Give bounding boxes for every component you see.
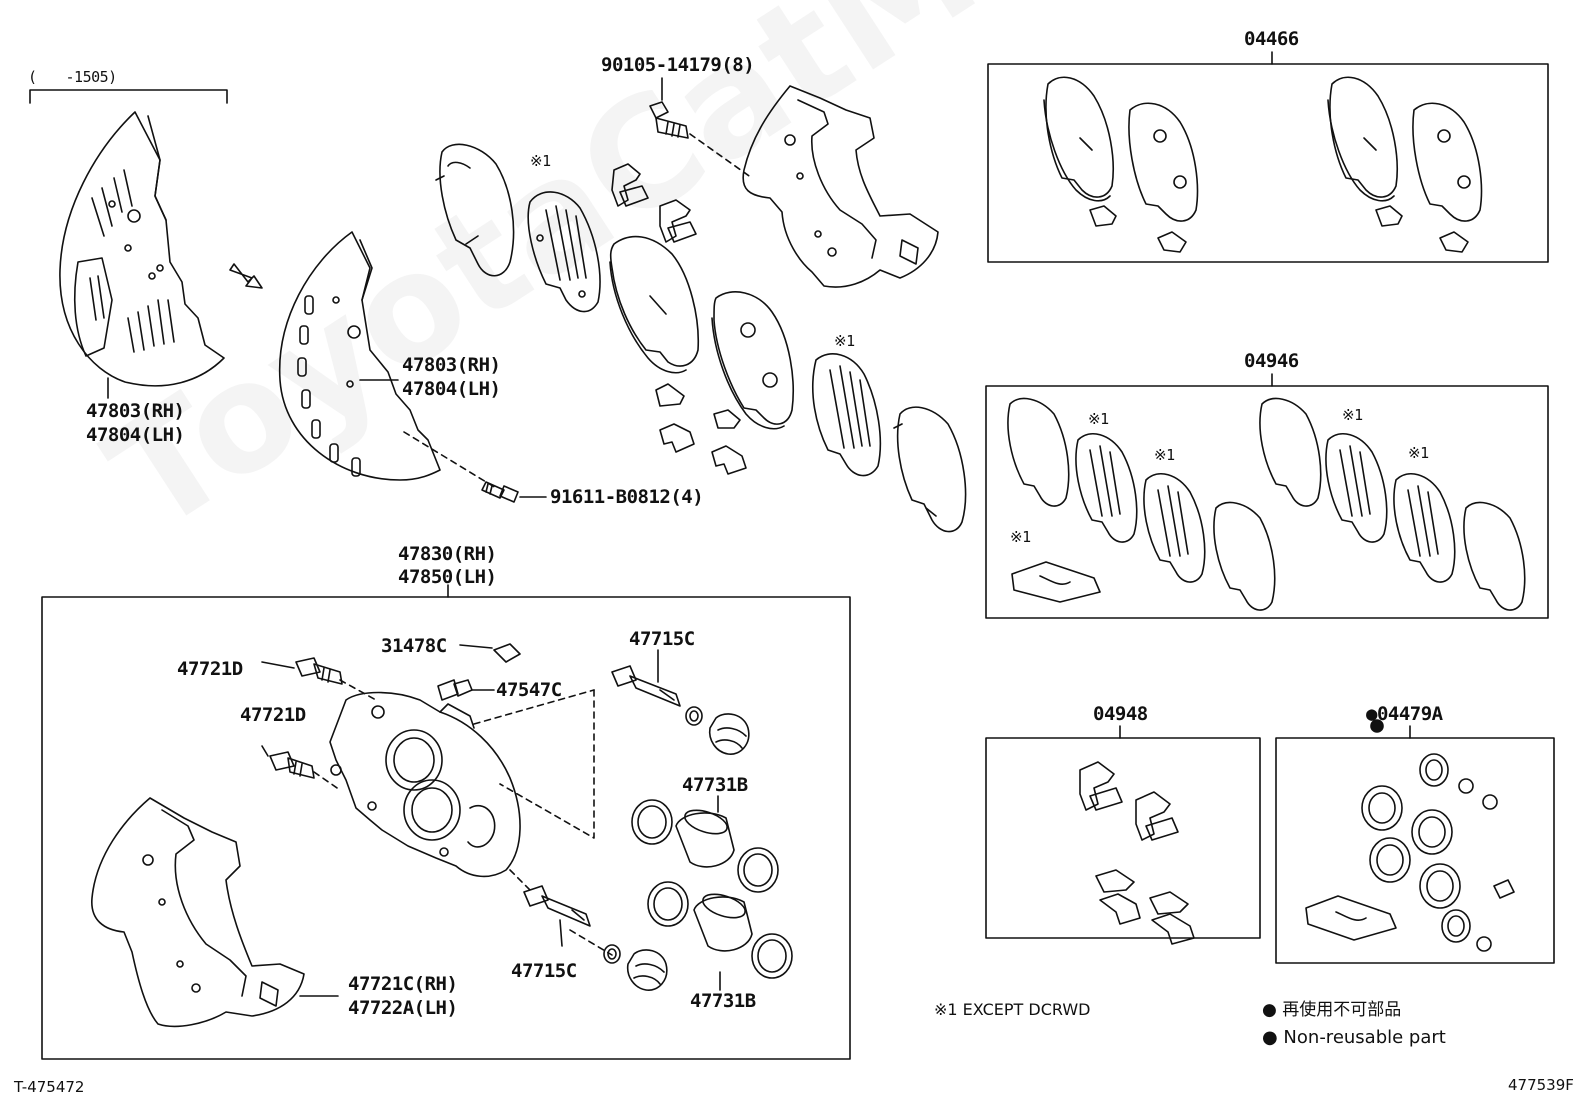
label-slide-pin-1: 47715C bbox=[629, 628, 695, 650]
piston-seals bbox=[631, 799, 793, 979]
label-pin-bolt-2: 47721D bbox=[240, 704, 306, 726]
outer-pad bbox=[711, 291, 794, 430]
label-mounting-rh: 47721C(RH) bbox=[348, 973, 458, 995]
label-caliper-rh: 47830(RH) bbox=[398, 543, 497, 565]
mark-kit-3: ※1 bbox=[1342, 406, 1363, 424]
kit-box-04946 bbox=[985, 385, 1549, 619]
label-kit-pad: 04466 bbox=[1244, 28, 1299, 50]
figure-id-left: T-475472 bbox=[14, 1078, 85, 1096]
kit-04479a-seals bbox=[1305, 753, 1515, 952]
mounting-bolt bbox=[649, 101, 689, 139]
shim-1 bbox=[527, 191, 601, 313]
note-non-reusable-en: ● Non-reusable part bbox=[1262, 1027, 1446, 1048]
mark-kit-4: ※1 bbox=[1408, 444, 1429, 462]
label-piston-1: 47731B bbox=[682, 774, 748, 796]
dust-shield-new bbox=[278, 231, 441, 481]
outer-anti-squeal-shim bbox=[435, 143, 515, 277]
label-kit-shim: 04946 bbox=[1244, 350, 1299, 372]
pad-clips-lower bbox=[655, 383, 747, 475]
range-bracket bbox=[29, 89, 228, 104]
kit-04466-pads bbox=[1043, 76, 1483, 253]
note-non-reusable-jp: ● 再使用不可部品 bbox=[1262, 1000, 1402, 1020]
kit-box-04479a bbox=[1275, 737, 1555, 964]
label-mounting-lh: 47722A(LH) bbox=[348, 997, 458, 1019]
label-kit-fitting: 04948 bbox=[1093, 703, 1148, 725]
caliper-bolts bbox=[269, 643, 521, 779]
mark-kit-1: ※1 bbox=[1088, 410, 1109, 428]
kit-box-04948 bbox=[985, 737, 1261, 939]
caliper-body bbox=[329, 691, 521, 878]
arrow-icon bbox=[229, 263, 263, 289]
mark-shim-2: ※1 bbox=[834, 332, 855, 350]
slide-pin-upper bbox=[611, 665, 681, 707]
caliper-mounting bbox=[91, 797, 305, 1028]
non-reusable-bullet-icon bbox=[1370, 719, 1384, 733]
label-bolt-shield: 91611-B0812(4) bbox=[550, 486, 704, 508]
inner-pad bbox=[609, 235, 700, 374]
range-note: ( -1505) bbox=[28, 68, 117, 86]
label-piston-2: 47731B bbox=[690, 990, 756, 1012]
note-except: ※1 EXCEPT DCRWD bbox=[934, 1000, 1091, 1019]
bushings-boots bbox=[603, 706, 750, 991]
slide-pin-lower bbox=[523, 885, 591, 927]
torque-plate bbox=[742, 85, 939, 288]
label-slide-pin-2: 47715C bbox=[511, 960, 577, 982]
label-bolt-top: 90105-14179(8) bbox=[601, 54, 755, 76]
label-kit-seal: ●04479A bbox=[1366, 703, 1443, 725]
label-bleeder: 31478C bbox=[381, 635, 447, 657]
label-shield-new-rh: 47803(RH) bbox=[402, 354, 501, 376]
label-shield-new-lh: 47804(LH) bbox=[402, 378, 501, 400]
kit-04946-shims bbox=[1007, 397, 1526, 611]
slide-pin-guide bbox=[499, 689, 595, 839]
label-caliper-lh: 47850(LH) bbox=[398, 566, 497, 588]
caliper-assembly-box bbox=[41, 596, 851, 1060]
kit-04948-clips bbox=[1079, 761, 1195, 945]
figure-id-right: 477539F bbox=[1508, 1076, 1574, 1094]
label-plug: 47547C bbox=[496, 679, 562, 701]
pad-clips-upper bbox=[611, 163, 697, 243]
mark-kit-5: ※1 bbox=[1010, 528, 1031, 546]
mark-kit-2: ※1 bbox=[1154, 446, 1175, 464]
shim-2 bbox=[811, 353, 882, 477]
kit-box-04466 bbox=[987, 63, 1549, 263]
inner-anti-squeal-shim bbox=[893, 406, 967, 533]
mark-shim-1: ※1 bbox=[530, 152, 551, 170]
shield-bolt bbox=[481, 481, 519, 503]
label-pin-bolt-1: 47721D bbox=[177, 658, 243, 680]
label-shield-old-lh: 47804(LH) bbox=[86, 424, 185, 446]
dust-shield-old bbox=[59, 111, 225, 387]
label-shield-old-rh: 47803(RH) bbox=[86, 400, 185, 422]
